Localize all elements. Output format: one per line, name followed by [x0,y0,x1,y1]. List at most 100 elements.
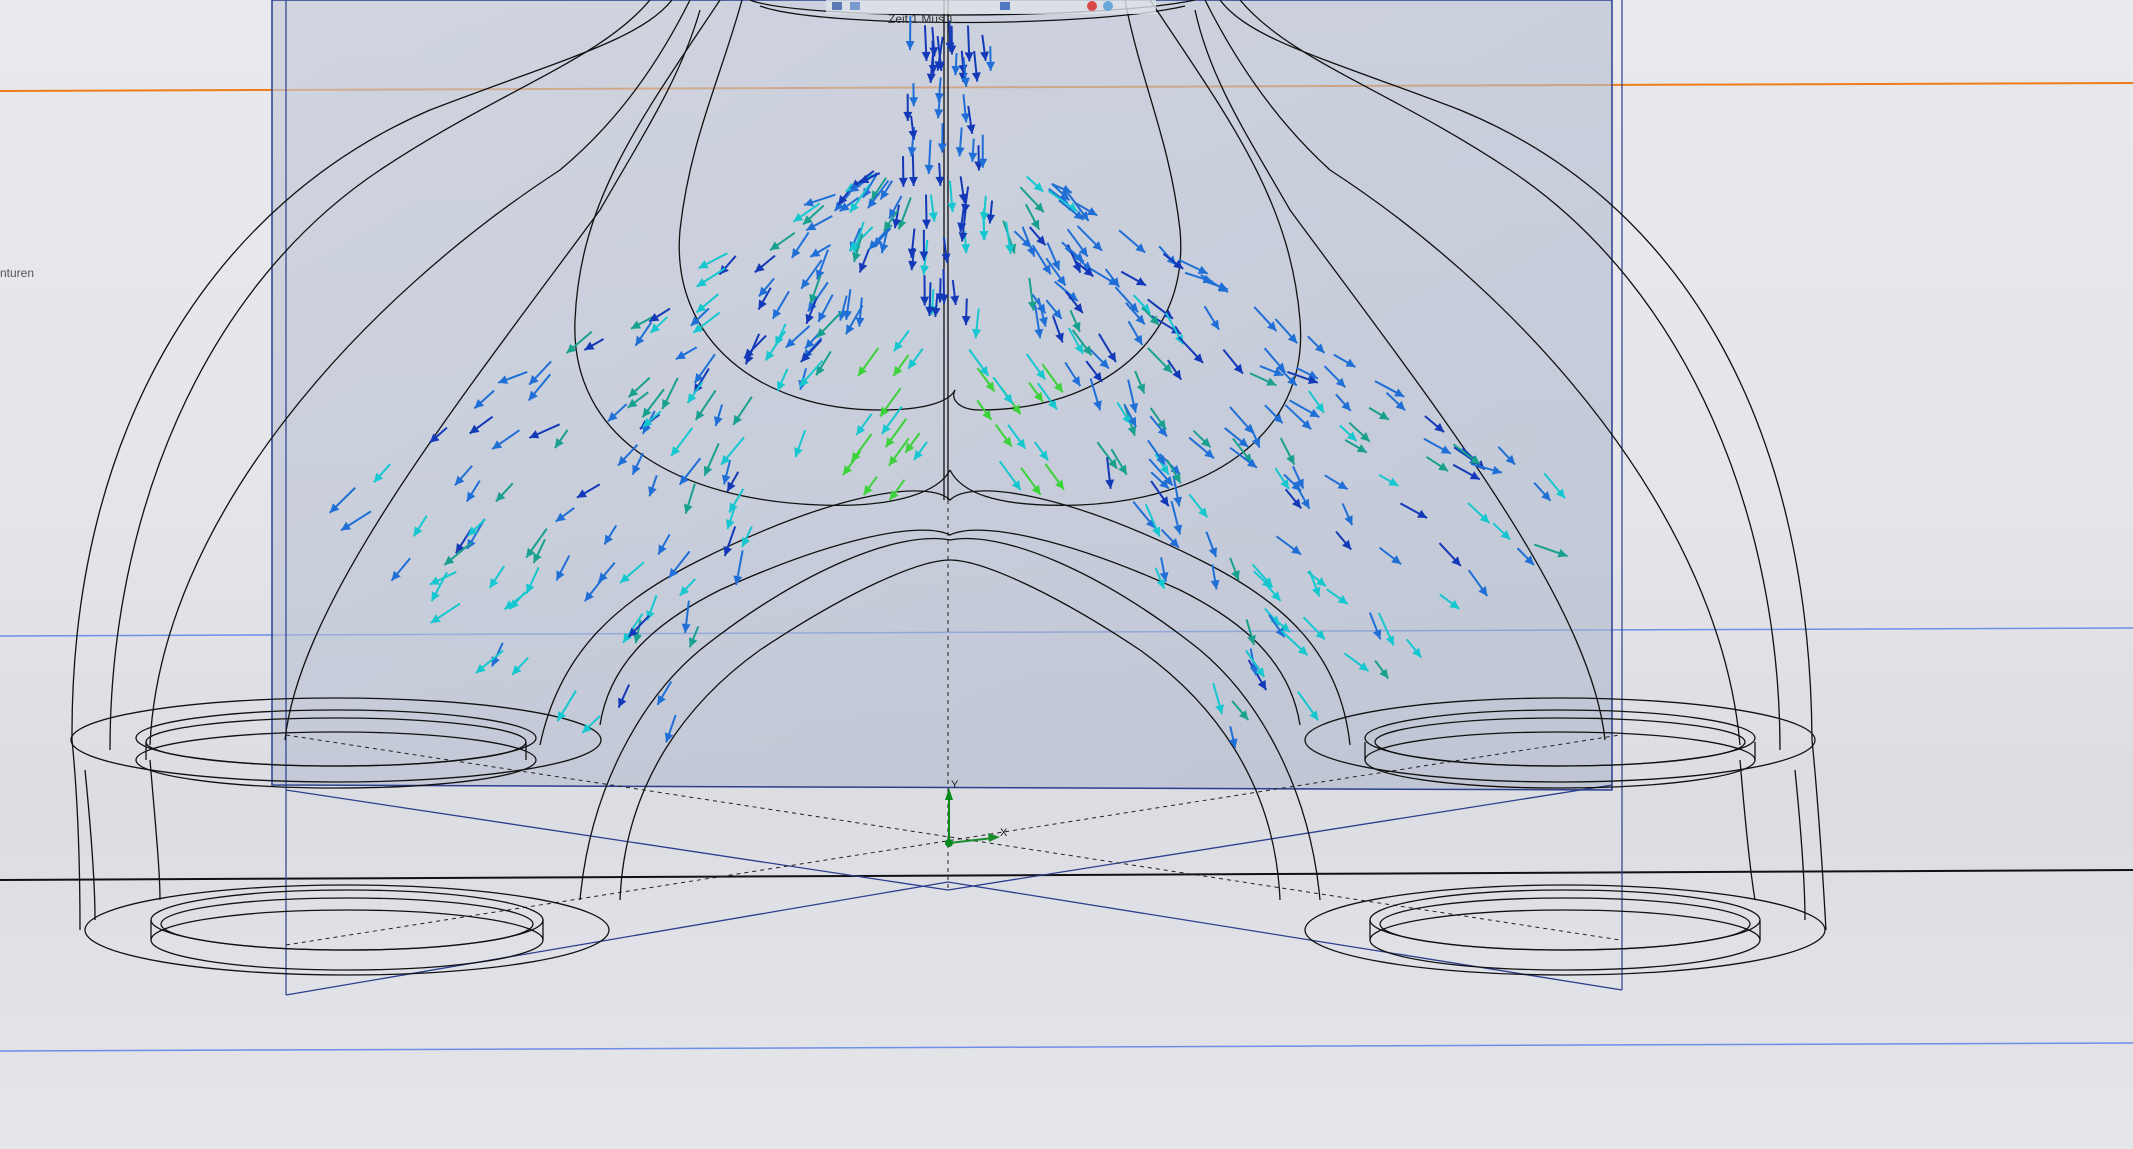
flow-vector-head [648,486,657,497]
flow-vector-head [1093,400,1102,411]
flow-vector-head [921,51,931,61]
toolbar-zoom-icon [832,2,842,10]
flow-vector-head [429,433,440,443]
flow-vector-head [1047,399,1057,410]
flow-vector-head [881,423,891,434]
flow-vector-head [1379,668,1389,679]
flow-vector-head [958,193,968,204]
flow-vector-head [431,591,440,602]
flow-vector-head [1307,375,1318,384]
flow-vector-head [1136,383,1146,394]
flow-vector-head [758,286,769,297]
flow-vector-head [679,585,690,596]
flow-vector-head [818,311,827,322]
flow-vector-head [1267,321,1277,332]
flow-vector-head [958,232,968,242]
flow-vector-head [512,665,522,675]
flow-vector-head [1002,436,1012,447]
flow-vector-head [430,614,441,623]
flow-vector-head [475,663,486,674]
flow-vector-head [498,375,509,384]
flow-vector-head [868,240,879,250]
flow-vector-head [620,573,630,583]
flow-vector-head [1087,207,1098,216]
flow-vector-head [1271,591,1281,601]
flow-vector-head [725,519,735,530]
flow-vector-head [1033,182,1044,192]
flow-vector-head [413,526,423,537]
flow-vector-head [950,295,960,306]
flow-vector-head [920,296,930,306]
flow-vector-head [696,277,707,287]
flow-vector-head [1346,431,1357,441]
flow-vector-head [729,502,738,513]
flow-vector-head [1287,376,1297,386]
flow-vector-head [627,398,638,408]
flow-vector-head [1434,422,1445,433]
flow-vector-head [679,474,689,485]
flow-vector-head [467,538,476,549]
flow-vector-head [526,547,536,558]
flow-vector-head [698,260,709,269]
flow-vector-head [909,97,919,107]
flow-vector-head [1204,449,1215,459]
flow-vector-head [1026,246,1036,257]
flow-vector-head [1156,578,1165,589]
flow-vector-head [1215,704,1224,715]
flow-vector-head [961,77,970,87]
toolbar-time-label: Zeit 1 Mus 1 [888,12,955,26]
side-panel-label: nturen [0,266,35,280]
front-plane[interactable] [271,0,1613,791]
flow-vector-head [664,732,674,743]
flow-vector-head [937,143,947,153]
heads-up-toolbar[interactable] [826,0,1156,14]
flow-vector-head [968,152,978,162]
flow-vector-head [529,375,539,385]
flow-vector-head [1118,464,1127,475]
flow-vector-head [883,221,893,232]
flow-vector-head [658,544,667,555]
flow-vector-head [721,474,731,485]
flow-vector-head [721,454,731,465]
flow-vector-head [1378,411,1389,420]
flow-vector-head [1107,351,1116,362]
flow-vector-head [631,320,642,329]
flow-vector-head [1110,277,1120,288]
flow-vector-head [947,45,957,55]
flow-vector-head [582,723,592,733]
flow-vector-head [809,293,818,304]
flow-vector-head [908,130,918,140]
flow-vector-head [1039,450,1049,461]
flow-vector-head [681,623,691,633]
flow-vector-head [649,313,660,322]
flow-vector-head [1099,358,1109,369]
flow-vector-head [495,491,506,502]
flow-vector-head [1275,362,1286,373]
manifold-wireframe[interactable] [70,0,1827,976]
flow-vector-head [1208,547,1218,558]
flow-vector-head [584,341,595,351]
flow-vector-head [1238,437,1249,447]
flow-vector-head [1541,491,1551,501]
flow-vector-head [1451,556,1461,566]
flow-vector-head [1127,416,1137,427]
flow-vector-head [1093,371,1103,382]
flow-vector-head [1052,309,1062,319]
flow-vector-head [1140,303,1151,314]
flow-vector-head [1316,577,1326,587]
flow-vector-head [799,376,809,387]
sketch-line-black [0,869,2133,881]
flow-vector-head [1055,332,1064,343]
toolbar-display-icon [1087,1,1097,11]
flow-vector-head [1270,615,1280,626]
flow-vector-head [879,243,889,254]
flow-vector-head [1210,579,1220,590]
flow-vector-head [765,350,775,361]
flow-vector-head [920,265,930,275]
flow-vector-head [888,455,898,466]
flow-vector-head [1128,302,1139,313]
flow-vector-head [924,164,934,174]
toolbar-view-icon [850,2,860,10]
